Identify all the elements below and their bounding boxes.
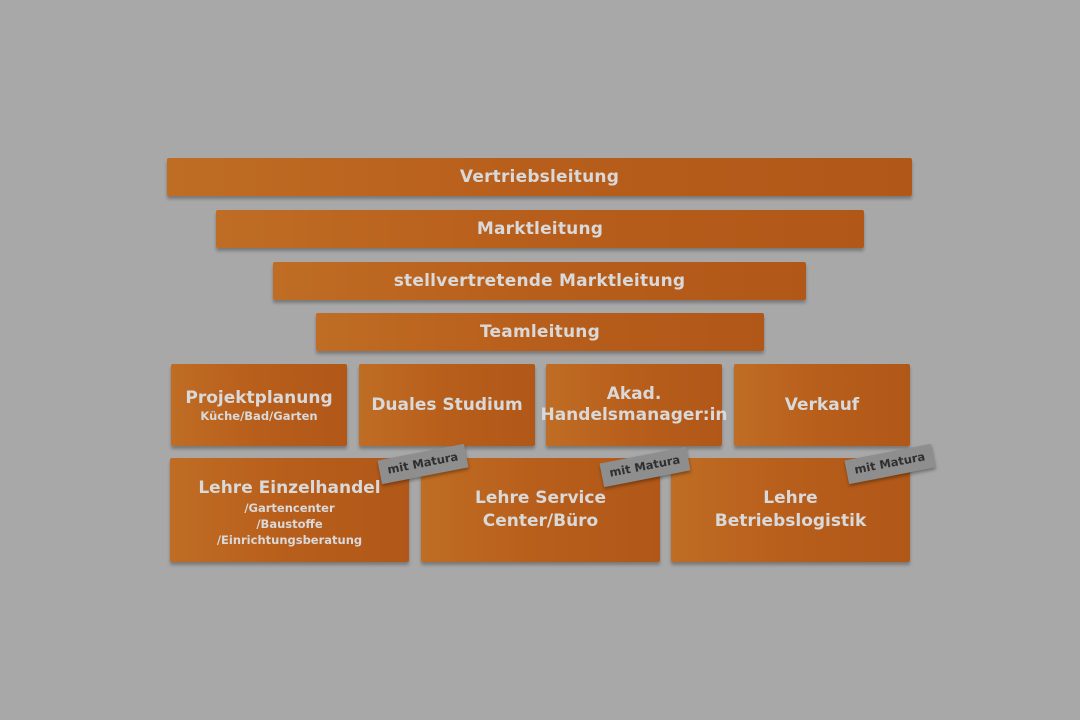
box-title: Lehre Einzelhandel [198, 477, 381, 498]
box-title: Verkauf [784, 394, 860, 415]
box-title-line-2: Center/Büro [482, 511, 599, 531]
box-lehre-einzelhandel: Lehre Einzelhandel /Gartencenter /Bausto… [170, 458, 409, 562]
level-label: Vertriebsleitung [459, 167, 620, 187]
box-title-line-1: Lehre Service [475, 488, 606, 508]
level-vertriebsleitung: Vertriebsleitung [167, 158, 912, 196]
box-subtitle-3: /Einrichtungsberatung [216, 532, 363, 547]
box-title: Duales Studium [371, 394, 523, 415]
box-subtitle-2: /Baustoffe [256, 516, 323, 531]
box-duales-studium: Duales Studium [359, 364, 535, 446]
box-verkauf: Verkauf [734, 364, 910, 446]
box-title-line-1: Lehre [763, 488, 818, 508]
box-subtitle-1: /Gartencenter [244, 500, 335, 515]
level-marktleitung: Marktleitung [216, 210, 864, 248]
box-projektplanung: Projektplanung Küche/Bad/Garten [171, 364, 347, 446]
level-label: stellvertretende Marktleitung [393, 271, 686, 291]
box-title-line-2: Handelsmanager:in [540, 405, 728, 425]
level-label: Teamleitung [480, 322, 600, 342]
box-title-line-1: Akad. [606, 384, 662, 404]
box-subtitle: Küche/Bad/Garten [200, 408, 318, 423]
level-label: Marktleitung [476, 219, 604, 239]
box-title-line-2: Betriebslogistik [714, 511, 867, 531]
box-akad-handelsmanager: Akad. Handelsmanager:in [540, 364, 728, 446]
level-stellvertretende-marktleitung: stellvertretende Marktleitung [273, 262, 806, 300]
box-title: Projektplanung [185, 387, 333, 408]
level-teamleitung: Teamleitung [316, 313, 764, 351]
